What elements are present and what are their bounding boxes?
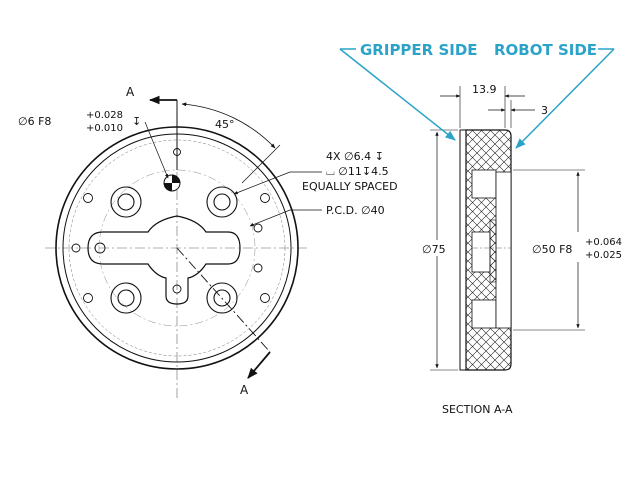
pin-hole-tol-lower: +0.010 xyxy=(86,123,123,134)
front-view: A A 45° ∅6 F8 +0.028 +0.010 ↧ 4X ∅6.4 ↧ … xyxy=(18,85,398,400)
bolt-hole-counterbore: ⌴ ∅11↧4.5 xyxy=(326,165,389,178)
dim-step: 3 xyxy=(541,104,548,117)
bolt-hole xyxy=(206,186,238,218)
pilot-tol-lower: +0.025 xyxy=(585,250,622,261)
pilot-size: ∅50 F8 xyxy=(532,243,572,256)
dim-total: 13.9 xyxy=(472,83,497,96)
bolt-hole xyxy=(206,282,238,314)
section-view: 13.9 3 ∅75 ∅50 F8 +0.064 +0.025 SECTION … xyxy=(419,83,636,416)
section-line xyxy=(148,95,271,379)
section-letter-top: A xyxy=(126,85,135,99)
small-holes xyxy=(71,148,270,303)
pcd-label: P.C.D. ∅40 xyxy=(326,204,385,217)
dowel-pin-hole xyxy=(163,174,181,192)
pin-hole-size: ∅6 F8 xyxy=(18,115,51,128)
pin-hole-depth-symbol: ↧ xyxy=(132,115,141,128)
center-slot xyxy=(87,215,241,305)
section-title: SECTION A-A xyxy=(442,403,513,416)
bolt-hole-note: EQUALLY SPACED xyxy=(302,180,398,193)
pin-hole-tol-upper: +0.028 xyxy=(86,110,123,121)
bolt-hole xyxy=(110,282,142,314)
bolt-hole xyxy=(110,186,142,218)
pilot-tol-upper: +0.064 xyxy=(585,237,622,248)
angle-label: 45° xyxy=(215,118,235,131)
dia-outer: ∅75 xyxy=(422,243,446,256)
section-letter-bottom: A xyxy=(240,383,249,397)
bolt-hole-count: 4X ∅6.4 ↧ xyxy=(326,150,384,163)
robot-side-label: ROBOT SIDE xyxy=(494,41,597,59)
gripper-side-label: GRIPPER SIDE xyxy=(360,41,478,59)
side-callouts: GRIPPER SIDE ROBOT SIDE xyxy=(339,41,615,149)
pcd-circle xyxy=(98,169,256,327)
